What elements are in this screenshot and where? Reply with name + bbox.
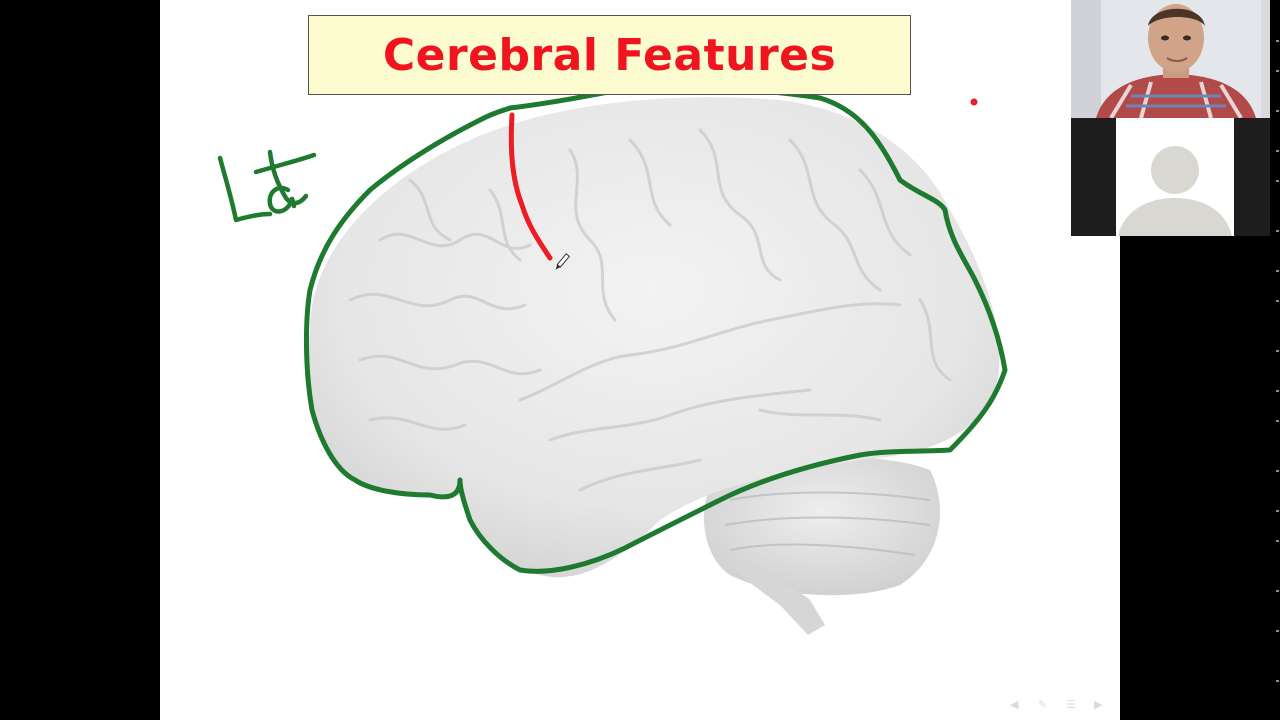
menu-icon[interactable]: ☰ — [1066, 698, 1076, 711]
window-edge-strip — [1270, 0, 1280, 720]
user-avatar-icon — [1118, 146, 1232, 236]
slide-navigation-controls: ◀ ✎ ☰ ▶ — [1010, 698, 1108, 711]
presenter-video[interactable] — [1071, 0, 1280, 118]
slide-title-box: Cerebral Features — [308, 15, 911, 95]
handwritten-lat-annotation — [217, 149, 317, 223]
cerebellum-texture — [724, 491, 931, 556]
brainstem-shape — [735, 560, 825, 635]
presenter-figure — [1071, 0, 1280, 118]
presentation-slide: Cerebral Features ◀ ✎ ☰ ▶ — [160, 0, 1120, 720]
pen-icon[interactable]: ✎ — [1038, 698, 1048, 711]
participant-tile[interactable] — [1071, 118, 1280, 236]
avatar — [1116, 118, 1234, 236]
pen-cursor-icon — [555, 253, 571, 270]
gyri-texture — [348, 128, 952, 492]
red-marker-dot — [970, 98, 978, 106]
green-outline-annotation — [303, 85, 1008, 574]
cerebellum-shape — [703, 456, 940, 596]
previous-icon[interactable]: ◀ — [1010, 698, 1019, 711]
brain-illustration — [217, 85, 1008, 635]
slide-title: Cerebral Features — [382, 29, 837, 81]
video-conference-panel — [1071, 0, 1280, 236]
red-marker-stroke — [508, 112, 553, 261]
next-icon[interactable]: ▶ — [1094, 698, 1103, 711]
